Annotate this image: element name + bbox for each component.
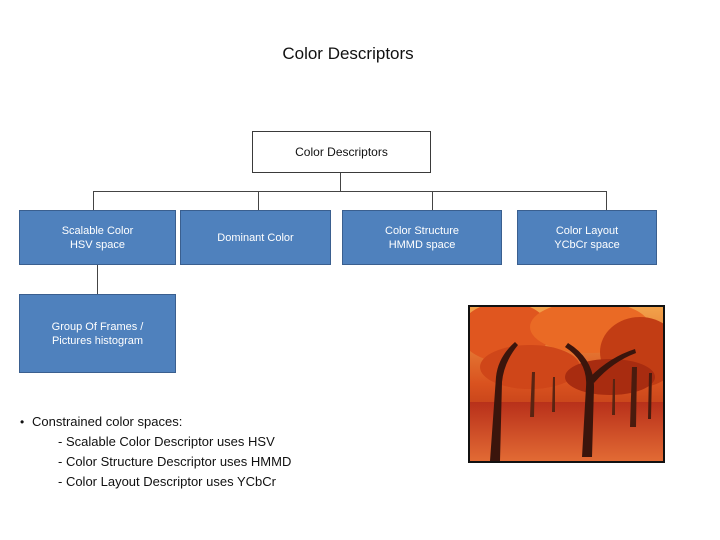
node-dominant-color: Dominant Color [180,210,331,265]
child-connector-3 [432,191,433,210]
node-label: Dominant Color [217,231,294,244]
bullet-icon: • [20,415,25,429]
bullet-item: - Color Layout Descriptor uses YCbCr [58,474,276,489]
child-connector-1 [93,191,94,210]
bullet-main: • Constrained color spaces: [20,412,291,432]
node-label: Color Structure [385,224,459,237]
bullet-item: - Color Structure Descriptor uses HMMD [58,454,292,469]
node-group-of-frames: Group Of Frames / Pictures histogram [19,294,176,373]
bullet-heading: Constrained color spaces: [32,414,183,429]
root-connector [340,173,341,191]
horizontal-connector [93,191,607,192]
bullet-item: - Scalable Color Descriptor uses HSV [58,434,275,449]
node-color-structure: Color Structure HMMD space [342,210,502,265]
bullet-list: • Constrained color spaces: - Scalable C… [20,412,291,492]
node-sublabel: HSV space [69,238,126,251]
node-label: Scalable Color [61,224,134,237]
node-label: Group Of Frames / [51,320,144,333]
slide-title: Color Descriptors [282,44,414,63]
node-color-layout: Color Layout YCbCr space [517,210,657,265]
node-scalable-color: Scalable Color HSV space [19,210,176,265]
node-sublabel: Pictures histogram [51,334,144,347]
node-label: Color Layout [555,224,619,237]
root-node: Color Descriptors [252,131,431,173]
grandchild-connector [97,265,98,294]
autumn-trees-photo [468,305,665,463]
child-connector-4 [606,191,607,210]
node-sublabel: YCbCr space [554,238,620,251]
child-connector-2 [258,191,259,210]
node-sublabel: HMMD space [388,238,456,251]
